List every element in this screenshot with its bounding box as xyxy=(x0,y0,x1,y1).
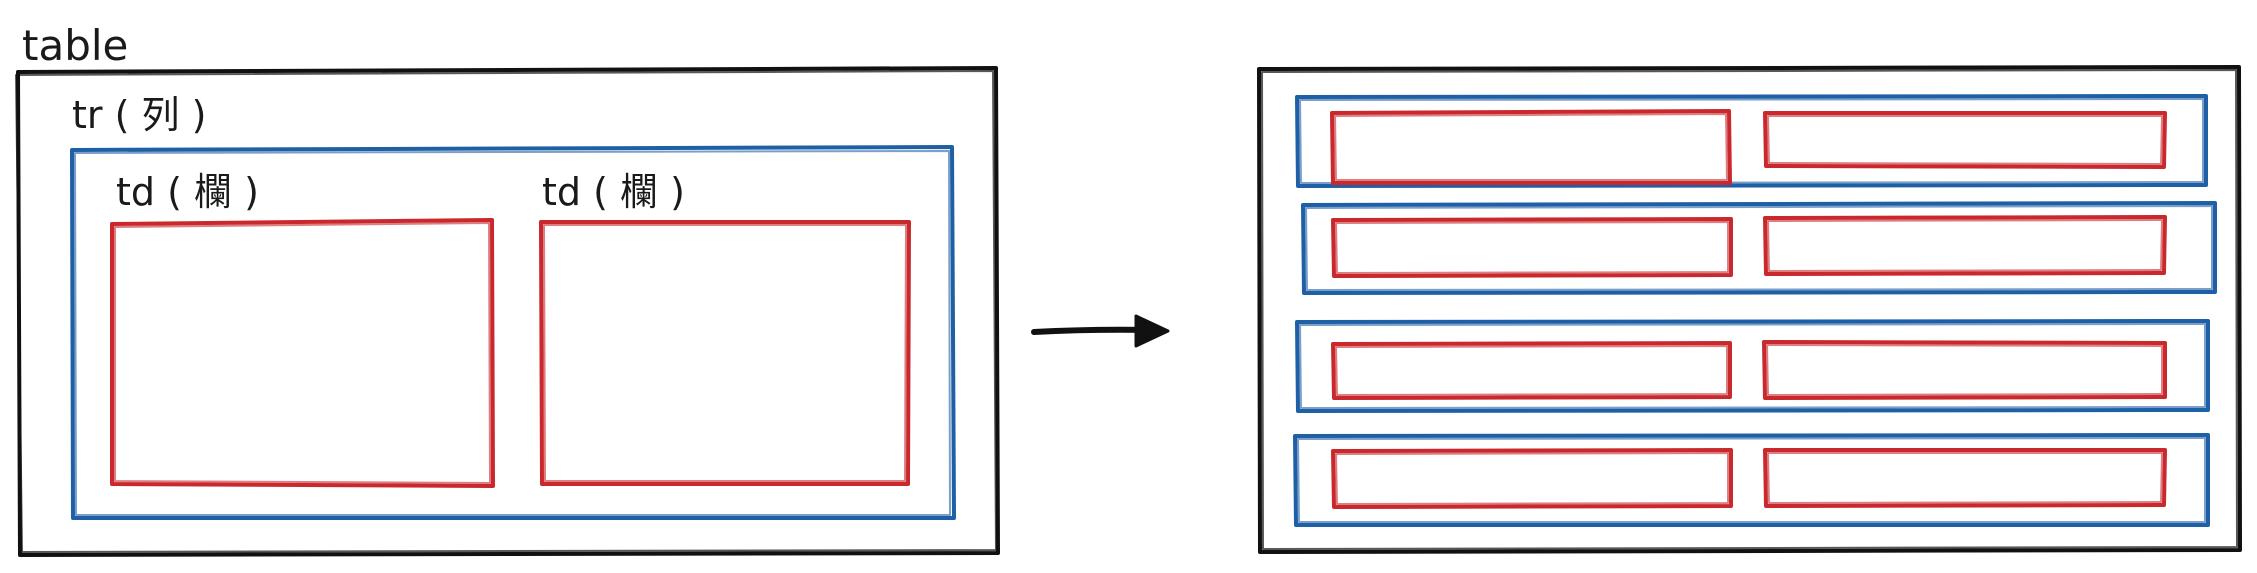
right-table-cell xyxy=(1762,340,2167,400)
td-cell-right xyxy=(539,220,911,486)
right-table-cell xyxy=(1330,109,1732,185)
tr-label: tr ( 列 ) xyxy=(72,93,206,137)
table-label: table xyxy=(22,21,128,70)
right-table-cell xyxy=(1331,217,1733,278)
right-table-cell xyxy=(1763,215,2167,276)
right-table-row xyxy=(1295,319,2210,413)
right-table-group xyxy=(1257,65,2242,554)
right-table-cell xyxy=(1331,341,1732,400)
right-table-cell xyxy=(1763,448,2167,508)
td-cell-left xyxy=(110,218,495,488)
tr-border xyxy=(70,145,956,520)
right-table-row xyxy=(1293,433,2210,527)
right-table-row xyxy=(1295,94,2208,188)
right-table-cell xyxy=(1763,111,2167,169)
right-table-border xyxy=(1257,65,2242,554)
right-table-row xyxy=(1301,201,2217,295)
td-label-right: td ( 欄 ) xyxy=(542,170,685,214)
right-table-cell xyxy=(1331,448,1733,509)
td-label-left: td ( 欄 ) xyxy=(116,170,259,214)
arrow-icon xyxy=(1031,314,1170,348)
table-border xyxy=(15,66,1000,557)
left-table-group: table tr ( 列 ) td ( 欄 ) td ( 欄 ) xyxy=(15,21,1000,557)
